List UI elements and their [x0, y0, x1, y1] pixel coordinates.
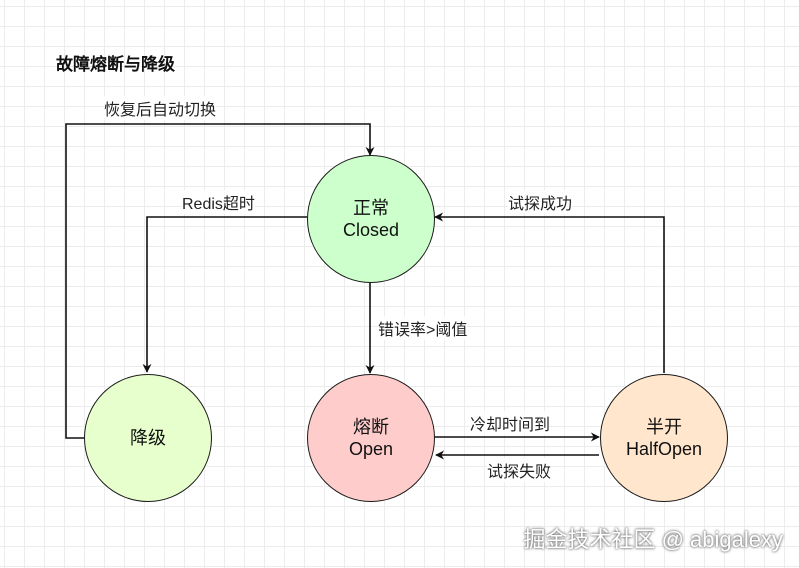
label-try-fail: 试探失败 [487, 458, 552, 482]
node-closed-line2: Closed [342, 220, 400, 240]
label-cooldown: 冷却时间到 [470, 411, 551, 435]
node-halfopen-line1: 半开 [646, 417, 682, 437]
watermark: 掘金技术社区 @ abigalexy [523, 527, 783, 552]
node-open-line1: 熔断 [353, 417, 389, 437]
edge-try-success [434, 212, 665, 373]
node-halfopen-line2: HalfOpen [625, 439, 703, 459]
node-degrade-line1: 降级 [130, 428, 166, 448]
node-open: 熔断 Open [307, 374, 435, 502]
node-closed: 正常 Closed [307, 155, 435, 283]
edge-auto-recover [65, 123, 375, 439]
node-halfopen: 半开 HalfOpen [600, 374, 728, 502]
label-redis-timeout: Redis超时 [182, 190, 255, 214]
node-open-line2: Open [348, 439, 394, 459]
node-closed-line1: 正常 [353, 198, 389, 218]
label-auto-recover: 恢复后自动切换 [104, 96, 217, 120]
label-error-rate: 错误率>阈值 [378, 316, 468, 340]
diagram-title: 故障熔断与降级 [56, 55, 175, 74]
node-degrade: 降级 [84, 374, 212, 502]
label-try-success: 试探成功 [508, 190, 573, 214]
edge-redis-timeout [142, 216, 307, 373]
